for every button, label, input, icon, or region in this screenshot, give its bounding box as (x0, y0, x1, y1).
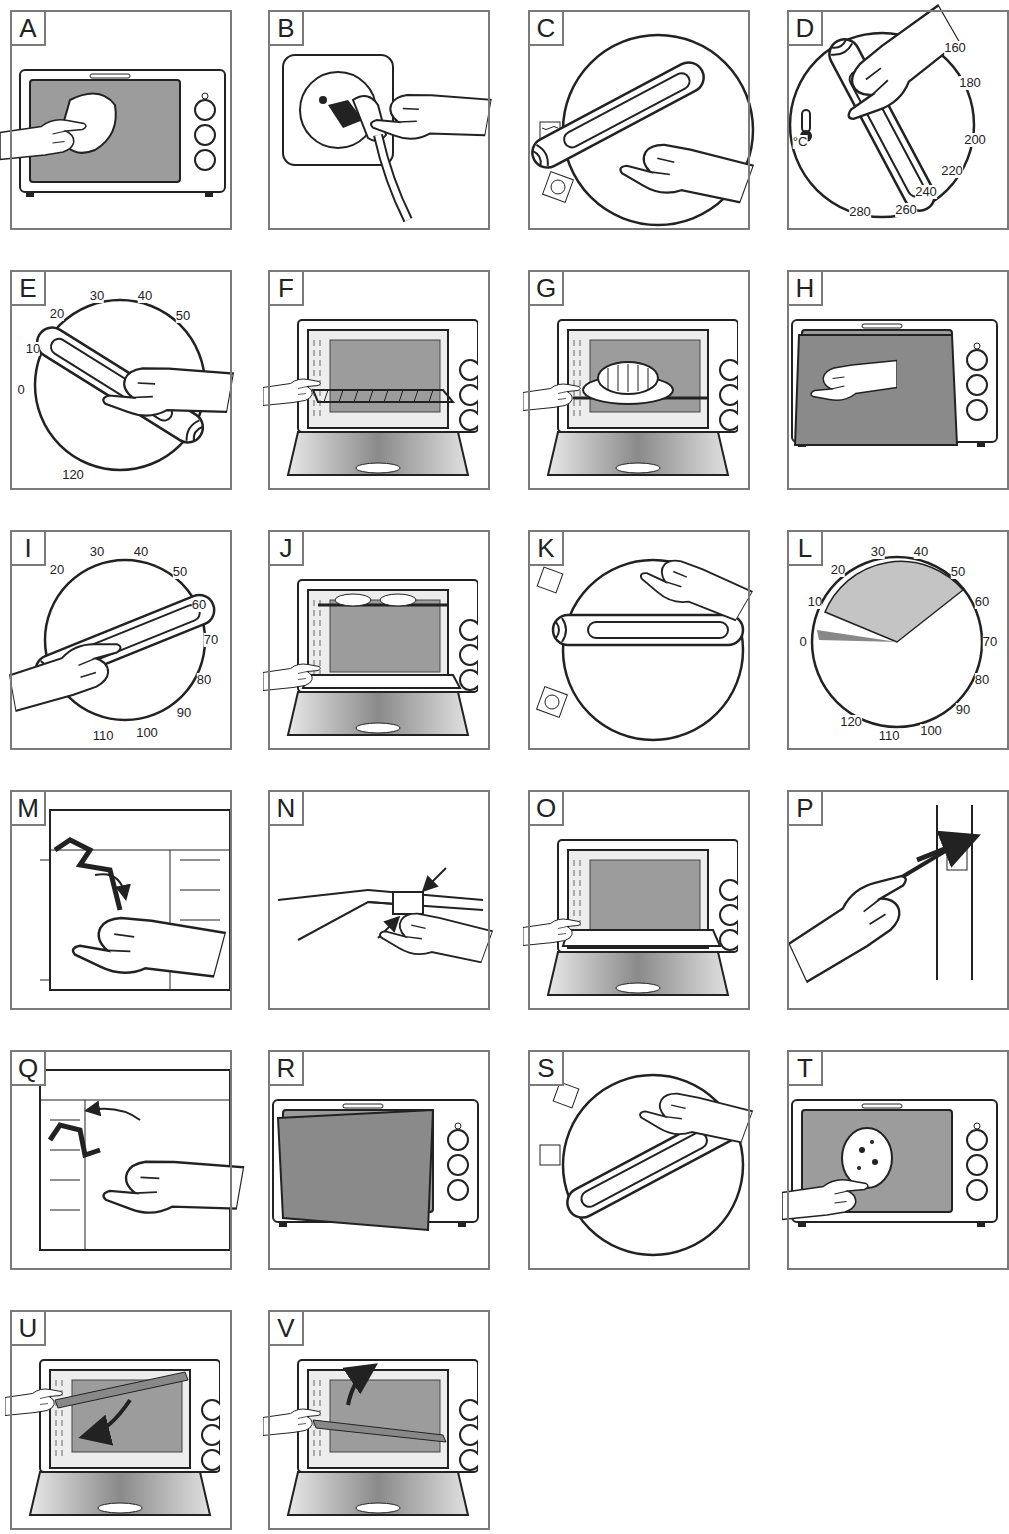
step-panel: M (10, 790, 232, 1010)
step-letter: S (530, 1052, 564, 1086)
step-letter: R (270, 1052, 304, 1086)
dial-number: °C (793, 135, 808, 149)
step-panel: H (787, 270, 1009, 490)
step-letter: T (789, 1052, 823, 1086)
dial-number: 180 (959, 76, 981, 90)
step-letter: C (530, 12, 564, 46)
dial-number: 40 (914, 545, 928, 559)
dial-number: 0 (17, 383, 24, 397)
step-panel: L (787, 530, 1009, 750)
dial-number: 40 (134, 545, 148, 559)
dial-number: 50 (176, 309, 190, 323)
step-panel: F (268, 270, 490, 490)
step-letter: I (12, 532, 46, 566)
dial-number: 120 (840, 715, 862, 729)
step-letter: J (270, 532, 304, 566)
dial-number: 90 (956, 703, 970, 717)
step-letter: N (270, 792, 304, 826)
step-panel: J (268, 530, 490, 750)
dial-number: 120 (62, 468, 84, 482)
step-panel: T (787, 1050, 1009, 1270)
step-letter: E (12, 272, 46, 306)
dial-number: 70 (204, 633, 218, 647)
dial-number: 30 (90, 289, 104, 303)
step-letter: F (270, 272, 304, 306)
step-panel: O (528, 790, 750, 1010)
step-panel: P (787, 790, 1009, 1010)
step-letter: K (530, 532, 564, 566)
step-panel: A (10, 10, 232, 230)
dial-number: 50 (951, 565, 965, 579)
dial-number: 70 (983, 635, 997, 649)
step-panel: E (10, 270, 232, 490)
step-panel: S (528, 1050, 750, 1270)
step-panel: R (268, 1050, 490, 1270)
dial-number: 110 (93, 729, 114, 743)
step-letter: L (789, 532, 823, 566)
step-panel: C (528, 10, 750, 230)
step-panel: D (787, 10, 1009, 230)
step-letter: P (789, 792, 823, 826)
step-letter: M (12, 792, 46, 826)
dial-number: 0 (799, 635, 806, 649)
dial-number: 100 (920, 724, 942, 738)
dial-number: 30 (90, 545, 104, 559)
dial-number: 20 (831, 563, 845, 577)
dial-number: 220 (941, 164, 963, 178)
dial-number: 160 (944, 41, 966, 55)
dial-number: 110 (879, 729, 900, 743)
step-panel: I (10, 530, 232, 750)
step-letter: B (270, 12, 304, 46)
dial-number: 20 (50, 307, 64, 321)
dial-number: 200 (964, 133, 986, 147)
step-panel: U (10, 1310, 232, 1530)
dial-number: 100 (136, 726, 158, 740)
step-panel: G (528, 270, 750, 490)
step-panel: B (268, 10, 490, 230)
dial-number: 240 (915, 185, 937, 199)
dial-number: 80 (197, 673, 211, 687)
dial-number: 60 (975, 595, 989, 609)
dial-number: 40 (138, 289, 152, 303)
dial-number: 280 (849, 205, 871, 219)
step-letter: H (789, 272, 823, 306)
dial-number: 80 (975, 673, 989, 687)
step-letter: D (789, 12, 823, 46)
step-letter: G (530, 272, 564, 306)
dial-number: 260 (895, 203, 917, 217)
step-panel: K (528, 530, 750, 750)
dial-number: 50 (173, 565, 187, 579)
step-letter: O (530, 792, 564, 826)
dial-number: 90 (177, 706, 191, 720)
step-letter: A (12, 12, 46, 46)
step-panel: N (268, 790, 490, 1010)
dial-number: 20 (50, 563, 64, 577)
step-panel: Q (10, 1050, 232, 1270)
step-panel: V (268, 1310, 490, 1530)
dial-number: 60 (192, 598, 206, 612)
dial-number: 10 (808, 595, 822, 609)
step-letter: Q (12, 1052, 46, 1086)
dial-number: 30 (871, 545, 885, 559)
dial-number: 10 (26, 342, 40, 356)
step-letter: V (270, 1312, 304, 1346)
step-letter: U (12, 1312, 46, 1346)
